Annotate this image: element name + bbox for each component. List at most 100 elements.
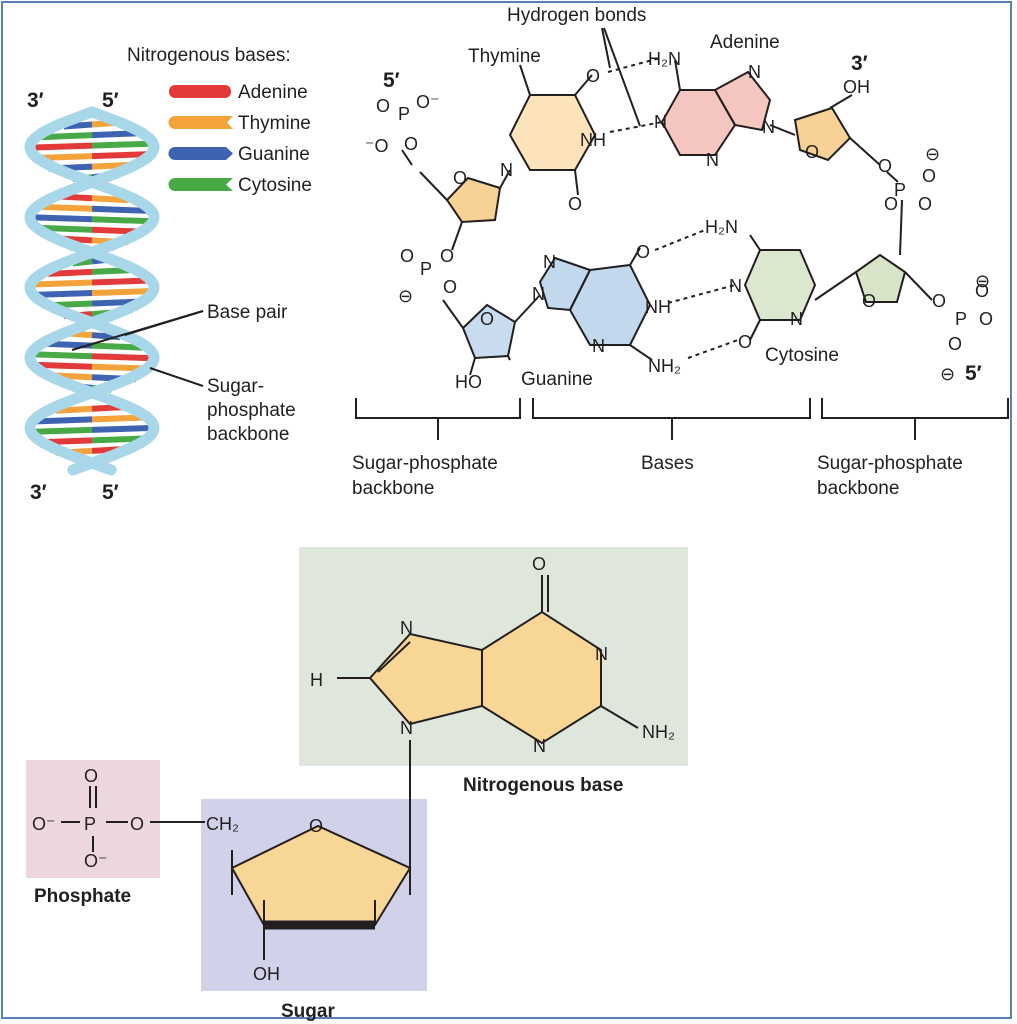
svg-text:O: O: [130, 814, 144, 834]
legend-swatch-adenine: [169, 85, 231, 98]
bond-lines: [401, 59, 933, 376]
legend-label-guanine: Guanine: [238, 144, 310, 165]
nucleotide-structure: O N NH₂ N N N H O CH₂ OH O P O⁻ O O⁻ Pho…: [26, 547, 688, 1022]
svg-text:H₂N: H₂N: [705, 217, 738, 237]
legend-label-cytosine: Cytosine: [238, 175, 312, 196]
label-hydrogen-bonds: Hydrogen bonds: [507, 5, 646, 26]
helix-base-half: [91, 277, 152, 286]
svg-text:⊖: ⊖: [975, 271, 990, 291]
svg-text:O: O: [440, 246, 454, 266]
phosphate-label: Phosphate: [34, 886, 131, 907]
legend-swatch-thymine: [168, 116, 233, 129]
svg-text:O⁻: O⁻: [32, 814, 56, 834]
label-thymine: Thymine: [468, 46, 541, 67]
helix-base-half: [91, 216, 155, 225]
base-ring-5: [368, 632, 483, 726]
svg-text:CH₂: CH₂: [206, 814, 239, 834]
helix-strand-b: [24, 106, 160, 476]
svg-text:OH: OH: [253, 964, 280, 984]
helix-base-half: [91, 342, 143, 351]
svg-text:O: O: [84, 766, 98, 786]
legend-swatch-guanine: [168, 147, 233, 160]
base-pairing-structure: O NH O N O H₂N N N N N O OH O P O O O ⊖ …: [352, 5, 1009, 499]
svg-text:HO: HO: [455, 372, 482, 392]
helix-base-half: [41, 132, 93, 141]
helix-base-half: [91, 151, 152, 160]
sugar-ring-bottom-right: [856, 255, 905, 302]
guanine-ring-6: [570, 265, 650, 345]
svg-text:O: O: [805, 142, 819, 162]
nitrogenous-base-label: Nitrogenous base: [463, 775, 623, 796]
bracket-right-label-1: Sugar-phosphate: [817, 453, 963, 474]
svg-text:⊖: ⊖: [925, 144, 940, 164]
svg-text:N: N: [762, 117, 775, 137]
svg-text:O: O: [586, 66, 600, 86]
helix-base-half: [91, 424, 155, 433]
sugar-ring-bottom-left: [463, 305, 515, 358]
helix-base-half: [91, 205, 148, 214]
svg-text:O: O: [453, 168, 467, 188]
svg-text:P: P: [894, 180, 906, 200]
svg-text:O: O: [884, 194, 898, 214]
adenine-ring-5: [715, 72, 770, 130]
helix-end-bottom-left: 3′: [30, 481, 47, 504]
backbone-pointer: [149, 367, 204, 387]
svg-text:NH₂: NH₂: [648, 356, 681, 376]
svg-text:O: O: [932, 291, 946, 311]
svg-text:N: N: [592, 336, 605, 356]
h-bond-4: [667, 284, 736, 304]
svg-text:N: N: [533, 736, 546, 756]
svg-text:⊖: ⊖: [398, 286, 413, 306]
legend-title: Nitrogenous bases:: [127, 45, 291, 66]
svg-text:H₂N: H₂N: [648, 49, 681, 69]
helix-base-half: [30, 142, 93, 151]
cytosine-ring: [745, 250, 815, 320]
label-cytosine: Cytosine: [765, 345, 839, 366]
svg-text:O: O: [922, 166, 936, 186]
svg-text:N: N: [500, 160, 513, 180]
bracket-mid-label: Bases: [641, 453, 694, 474]
helix-base-half: [91, 288, 154, 296]
legend-item-guanine: Guanine: [168, 144, 310, 165]
svg-text:⁻O: ⁻O: [365, 136, 389, 156]
svg-text:P: P: [955, 309, 967, 329]
label-helix-backbone-3: backbone: [207, 424, 289, 445]
helix-base-half: [55, 405, 93, 414]
legend-item-cytosine: Cytosine: [168, 175, 312, 196]
svg-text:N: N: [706, 150, 719, 170]
helix-base-half: [48, 268, 93, 277]
section-brackets: [355, 398, 1009, 440]
svg-text:N: N: [729, 276, 742, 296]
label-adenine: Adenine: [710, 32, 780, 53]
svg-text:O: O: [404, 134, 418, 154]
atom-labels: O NH O N O H₂N N N N N O OH O P O O O ⊖ …: [365, 49, 993, 392]
svg-text:O⁻: O⁻: [416, 92, 440, 112]
helix-base-half: [29, 426, 93, 435]
prime-5-bottom-right: 5′: [965, 362, 982, 385]
thymine-ring: [510, 95, 595, 170]
svg-text:O: O: [532, 554, 546, 574]
svg-text:O: O: [376, 96, 390, 116]
svg-text:O: O: [480, 309, 494, 329]
svg-text:N: N: [543, 252, 556, 272]
svg-text:OH: OH: [843, 77, 870, 97]
bracket-left-label-2: backbone: [352, 478, 434, 499]
bracket-left-label-1: Sugar-phosphate: [352, 453, 498, 474]
base-pair-pointer-2: [124, 310, 204, 336]
svg-text:O: O: [400, 246, 414, 266]
sugar-ring-top-right: [795, 108, 850, 160]
h-bond-2: [609, 121, 663, 133]
h-bond-1: [607, 57, 661, 73]
prime-3-top-right: 3′: [851, 52, 868, 75]
h-bond-3: [654, 229, 706, 251]
double-helix: [24, 106, 160, 476]
svg-text:N: N: [654, 112, 667, 132]
helix-strand-a: [24, 106, 160, 476]
helix-base-half: [32, 279, 93, 288]
svg-text:O⁻: O⁻: [84, 851, 108, 871]
svg-text:N: N: [790, 309, 803, 329]
svg-text:NH: NH: [645, 297, 671, 317]
legend-label-thymine: Thymine: [238, 113, 311, 134]
